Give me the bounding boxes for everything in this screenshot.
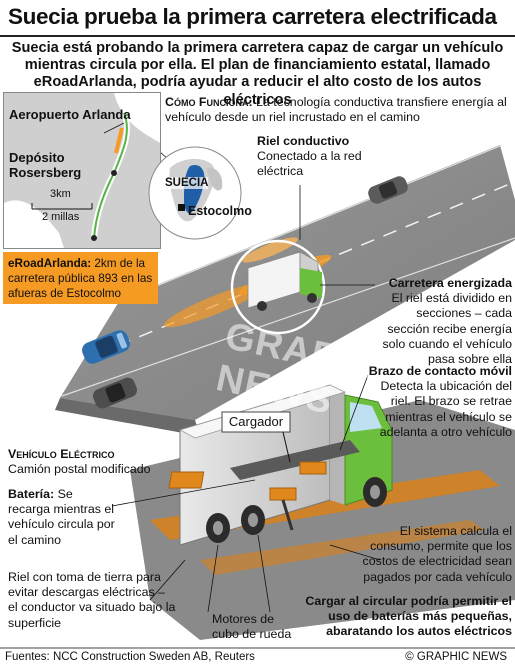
map-scale-km: 3km — [50, 188, 71, 200]
charger-label: Cargador — [228, 414, 284, 429]
car-blue — [82, 330, 130, 364]
map-airport-label: Aeropuerto Arlanda — [9, 107, 131, 122]
car-grey — [368, 176, 408, 204]
energized-road-text: El riel está dividido en secciones – cad… — [382, 291, 512, 367]
how-it-works-text: La tecnología conductiva transfiere ener… — [165, 95, 507, 125]
motors-callout: Motores de cubo de rueda — [212, 612, 292, 642]
contact-arm-heading: Brazo de contacto móvil — [368, 364, 512, 378]
map-inset: Aeropuerto Arlanda Depósito Rosersberg 3… — [3, 92, 161, 249]
vehicle-text: Camión postal modificado — [8, 462, 151, 477]
how-it-works: Cómo Funciona: La tecnología conductiva … — [165, 95, 510, 125]
map-capital-label: Estocolmo — [188, 204, 252, 218]
battery-text: Se recarga mientras el vehículo circula … — [8, 487, 115, 547]
energized-road-heading: Carretera energizada — [388, 276, 512, 290]
eroad-info-box: eRoadArlanda: 2km de la carretera públic… — [3, 252, 158, 304]
rail-text: Conectado a la red eléctrica — [257, 149, 362, 179]
contact-arm-text: Detecta la ubicación del riel. El brazo … — [379, 379, 512, 439]
copyright: © GRAPHIC NEWS — [405, 651, 507, 663]
conclusion-text: Cargar al circular podría permitir el us… — [305, 594, 512, 639]
zoom-circle — [230, 239, 326, 335]
eroad-text: 2km de la carretera pública 893 en las a… — [8, 257, 153, 300]
map-depot-label: Depósito Rosersberg — [9, 150, 82, 180]
vehicle-callout: Vehículo Eléctrico Camión postal modific… — [8, 447, 168, 477]
battery-callout: Batería: Se recarga mientras el vehículo… — [8, 487, 118, 548]
car-grey-2 — [92, 377, 138, 409]
sweden-locator — [148, 146, 242, 240]
intro-text: Suecia está probando la primera carreter… — [11, 40, 504, 108]
contact-arm-callout: Brazo de contacto móvil Detecta la ubica… — [362, 364, 512, 440]
title-rule — [0, 35, 515, 37]
map-scale-mi: 2 millas — [42, 211, 80, 223]
map-graphic — [4, 93, 160, 248]
small-truck — [247, 251, 322, 311]
system-callout: El sistema calcula el consumo, permite q… — [362, 524, 512, 584]
page-title: Suecia prueba la primera carretera elect… — [8, 4, 497, 29]
how-it-works-heading: Cómo Funciona: — [165, 95, 253, 109]
sources: Fuentes: NCC Construction Sweden AB, Reu… — [5, 651, 255, 663]
rail-callout: Riel conductivo Conectado a la red eléct… — [257, 134, 375, 180]
rail-heading: Riel conductivo — [257, 134, 350, 148]
battery-heading: Batería: — [8, 487, 55, 501]
vehicle-heading: Vehículo Eléctrico — [8, 447, 115, 461]
eroad-name: eRoadArlanda: — [8, 257, 92, 270]
ground-rail-callout: Riel con toma de tierra para evitar desc… — [8, 570, 176, 630]
energized-road-callout: Carretera energizada El riel está dividi… — [376, 276, 512, 367]
map-country-label: SUECIA — [165, 177, 209, 189]
